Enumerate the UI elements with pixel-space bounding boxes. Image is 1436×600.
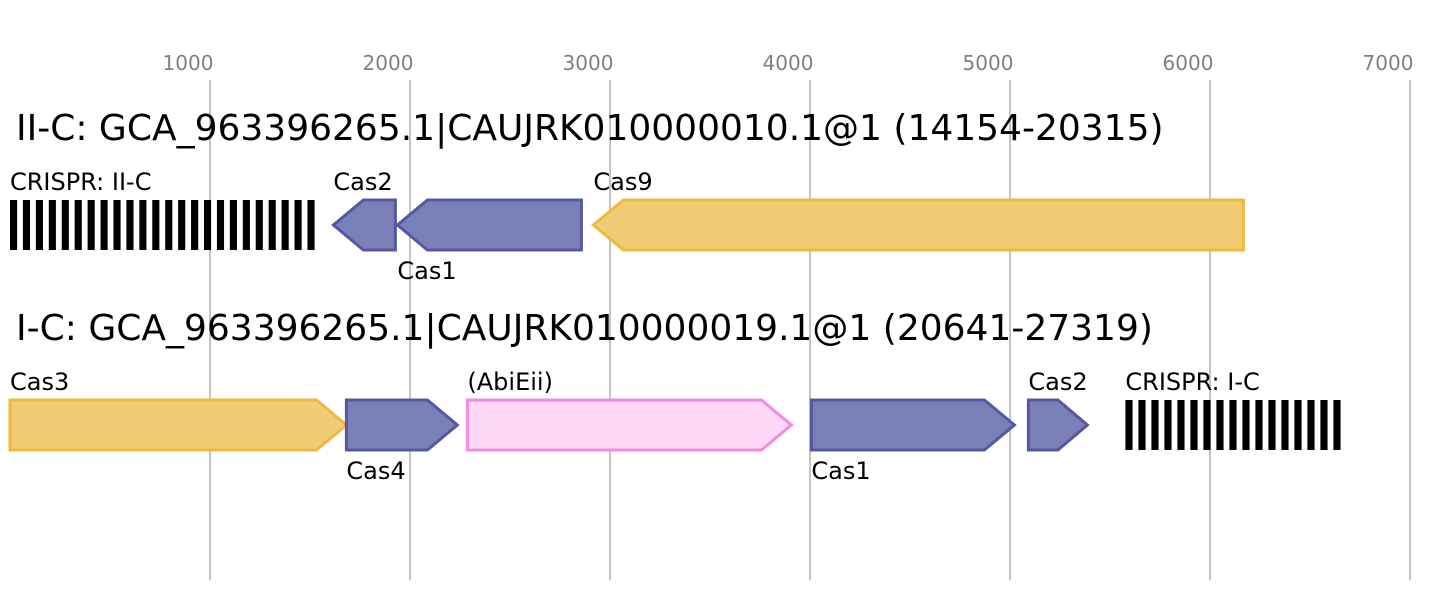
crispr-repeat [216, 200, 225, 250]
crispr-repeat [1229, 400, 1237, 450]
crispr-repeat [1294, 400, 1302, 450]
axis-gridlines [209, 80, 1411, 580]
feature-label: Cas9 [593, 168, 652, 196]
crispr-repeat [294, 200, 302, 250]
tick-label-7000: 7000 [1363, 51, 1414, 75]
crispr-repeat [1268, 400, 1276, 450]
crispr-repeat [139, 200, 147, 250]
crispr-repeat [1333, 400, 1341, 450]
crispr-repeat [87, 200, 95, 250]
crispr-repeat [113, 200, 121, 250]
gene-cas3: Cas3 [8, 368, 349, 452]
crispr-repeat [1177, 400, 1185, 450]
gene-arrow [344, 398, 460, 452]
feature-label: Cas2 [333, 168, 392, 196]
crispr-repeat [1151, 400, 1159, 450]
crispr-array-crispr-ii-c: CRISPR: II-C [10, 168, 315, 250]
axis-tick-labels: 1000 2000 3000 4000 5000 6000 7000 [163, 51, 1414, 75]
crispr-repeat [152, 200, 160, 250]
crispr-repeat [1242, 400, 1250, 450]
gene-arrow [465, 398, 794, 452]
crispr-repeat [268, 200, 276, 250]
gene-arrow [331, 198, 397, 252]
tick-label-5000: 5000 [963, 51, 1014, 75]
gene-cas2: Cas2 [1026, 368, 1090, 452]
feature-label: Cas3 [10, 368, 69, 396]
crispr-repeat [204, 200, 212, 250]
crispr-repeat [1255, 400, 1263, 450]
feature-label: Cas4 [346, 457, 405, 485]
crispr-repeat [22, 200, 31, 250]
gene-cas2: Cas2 [331, 168, 397, 252]
crispr-repeat [100, 200, 108, 250]
locus-title: I-C: GCA_963396265.1|CAUJRK010000019.1@1… [16, 308, 1153, 349]
gene-arrow [809, 398, 1017, 452]
crispr-repeat [1203, 400, 1211, 450]
feature-label: Cas1 [811, 457, 870, 485]
locus-title: II-C: GCA_963396265.1|CAUJRK010000010.1@… [16, 108, 1164, 149]
crispr-repeat [1125, 400, 1133, 450]
crispr-array-crispr-i-c: CRISPR: I-C [1125, 368, 1341, 450]
crispr-repeat [1190, 400, 1198, 450]
crispr-repeat [35, 200, 43, 250]
crispr-repeat [242, 200, 250, 250]
tick-label-6000: 6000 [1163, 51, 1214, 75]
feature-label: (AbiEii) [467, 368, 553, 396]
locus-1: II-C: GCA_963396265.1|CAUJRK010000010.1@… [10, 108, 1245, 285]
feature-label: Cas1 [397, 257, 456, 285]
crispr-repeat [1138, 400, 1146, 450]
crispr-repeat [1164, 400, 1172, 450]
gene-cas1: Cas1 [809, 398, 1017, 485]
crispr-repeat [229, 200, 237, 250]
tick-label-4000: 4000 [763, 51, 814, 75]
gene-arrow [395, 198, 583, 252]
crispr-repeat [165, 200, 173, 250]
tick-label-1000: 1000 [163, 51, 214, 75]
crispr-repeat [1320, 400, 1328, 450]
feature-label: CRISPR: I-C [1125, 368, 1259, 396]
crispr-repeat [1307, 400, 1315, 450]
tick-label-2000: 2000 [363, 51, 414, 75]
gene-arrow [591, 198, 1245, 252]
gene-arrow [8, 398, 349, 452]
crispr-repeat [61, 200, 69, 250]
crispr-repeat [1216, 400, 1224, 450]
tick-label-3000: 3000 [563, 51, 614, 75]
crispr-repeat [191, 200, 199, 250]
feature-label: Cas2 [1028, 368, 1087, 396]
crispr-repeat [255, 200, 263, 250]
crispr-repeat [126, 200, 134, 250]
gene-cas1: Cas1 [395, 198, 583, 285]
locus-2: I-C: GCA_963396265.1|CAUJRK010000019.1@1… [8, 308, 1341, 485]
crispr-repeat [307, 200, 315, 250]
crispr-repeat [10, 200, 18, 250]
gene-cas4: Cas4 [344, 398, 460, 485]
loci: II-C: GCA_963396265.1|CAUJRK010000010.1@… [8, 108, 1341, 485]
crispr-repeat [1281, 400, 1289, 450]
crispr-repeat [281, 200, 289, 250]
gene-abieii: (AbiEii) [465, 368, 794, 452]
crispr-repeat [74, 200, 82, 250]
crispr-repeat [178, 200, 186, 250]
gene-cas9: Cas9 [591, 168, 1245, 252]
crispr-repeat [48, 200, 56, 250]
gene-arrow [1026, 398, 1090, 452]
feature-label: CRISPR: II-C [10, 168, 151, 196]
